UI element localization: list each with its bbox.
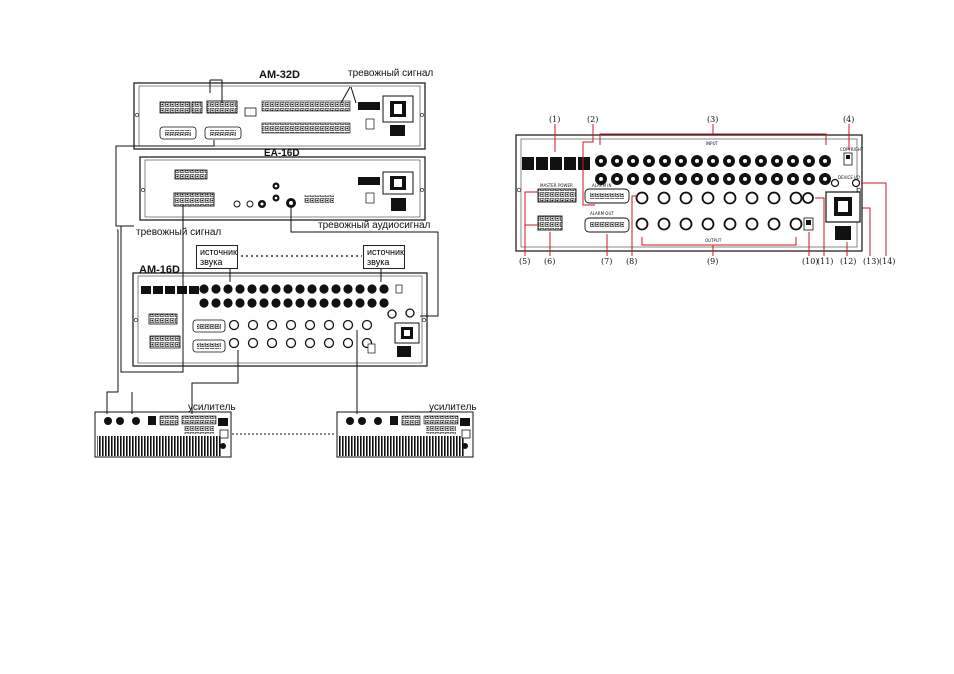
callout-14: (14) [879, 257, 896, 266]
callout-5: (5) [519, 257, 531, 266]
alarm-out-silkscreen: ALARM OUT [590, 211, 614, 216]
callout-4: (4) [843, 115, 855, 124]
master-silkscreen: MASTER [540, 183, 557, 188]
power-silkscreen: POWER [558, 183, 573, 188]
rear-panel [515, 134, 863, 252]
amplifier-right [336, 411, 474, 458]
input-silkscreen: INPUT [706, 141, 718, 146]
callout-7: (7) [601, 257, 613, 266]
callout-10: (10) [802, 257, 819, 266]
output-jacks [635, 191, 803, 231]
output-silkscreen: OUTPUT [705, 238, 722, 243]
input-jacks [595, 155, 831, 185]
callout-13: (13) [863, 257, 880, 266]
device-label-am16d: AM-16D [139, 264, 180, 276]
copyright-silkscreen: COPYRIGHT [840, 147, 864, 152]
left-wiring [106, 79, 439, 414]
sound-source-box-1: источник звука [196, 245, 238, 269]
alarm-signal-label-top: тревожный сигнал [348, 68, 434, 79]
callout-6: (6) [544, 257, 556, 266]
sound-source-box-2: источник звука [363, 245, 405, 269]
device-label-am32d: AM-32D [259, 69, 300, 81]
device-io-silkscreen: DEVICE I/O [838, 175, 860, 180]
am16d-panel [132, 272, 428, 367]
callout-2: (2) [587, 115, 599, 124]
ea16d-panel [139, 156, 426, 221]
callout-lines [524, 124, 887, 256]
amplifier-left [94, 411, 232, 458]
alarm-in-silkscreen: ALARM IN [592, 183, 612, 188]
callout-3: (3) [707, 115, 719, 124]
am32d-panel [133, 82, 426, 150]
callout-11: (11) [817, 257, 834, 266]
alarm-audio-label: тревожный аудиосигнал [318, 220, 431, 231]
am16d-input-jacks [199, 284, 389, 308]
callout-1: (1) [549, 115, 561, 124]
device-label-ea16d: EA-16D [264, 148, 300, 159]
callout-12: (12) [840, 257, 857, 266]
alarm-signal-label-mid: тревожный сигнал [136, 227, 222, 238]
callout-8: (8) [626, 257, 638, 266]
callout-9: (9) [707, 257, 719, 266]
amplifier-label-left: усилитель [188, 402, 236, 413]
amplifier-label-right: усилитель [429, 402, 477, 413]
am16d-output-jacks [228, 319, 373, 349]
